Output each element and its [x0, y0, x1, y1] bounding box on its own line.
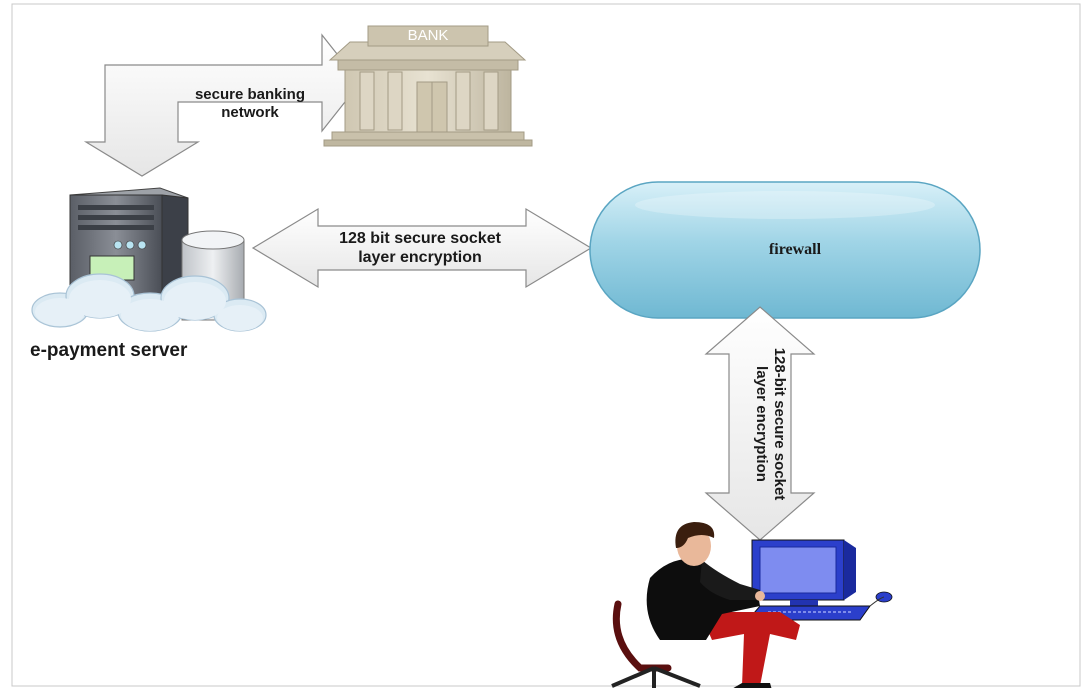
firewall-label: firewall [768, 241, 822, 258]
ssl-encryption-label-line-1: 128 bit secure socket [339, 230, 501, 247]
bank-icon [323, 25, 533, 147]
client-ssl-encryption-label: 128-bit secure socket layer encryption [752, 334, 788, 514]
ssl-encryption-label: 128 bit secure socket layer encryption [290, 229, 550, 267]
e-payment-server-label: e-payment server [30, 340, 188, 361]
user-computer-icon [611, 522, 893, 690]
secure-banking-network-arrow [83, 33, 361, 177]
secure-banking-label: secure banking network [150, 86, 350, 122]
bank-sign-label: BANK [407, 27, 449, 44]
secure-banking-label-line-1: secure banking [194, 86, 306, 103]
ssl-encryption-label-line-2: layer encryption [358, 249, 482, 267]
firewall-shape [589, 181, 981, 319]
e-payment-server-icon [31, 187, 267, 332]
client-ssl-encryption-label-line-2: layer encryption [753, 366, 770, 482]
secure-banking-label-line-2: network [221, 104, 279, 121]
page-frame [11, 3, 1081, 687]
client-ssl-encryption-label-line-1: 128-bit secure socket [771, 347, 788, 501]
